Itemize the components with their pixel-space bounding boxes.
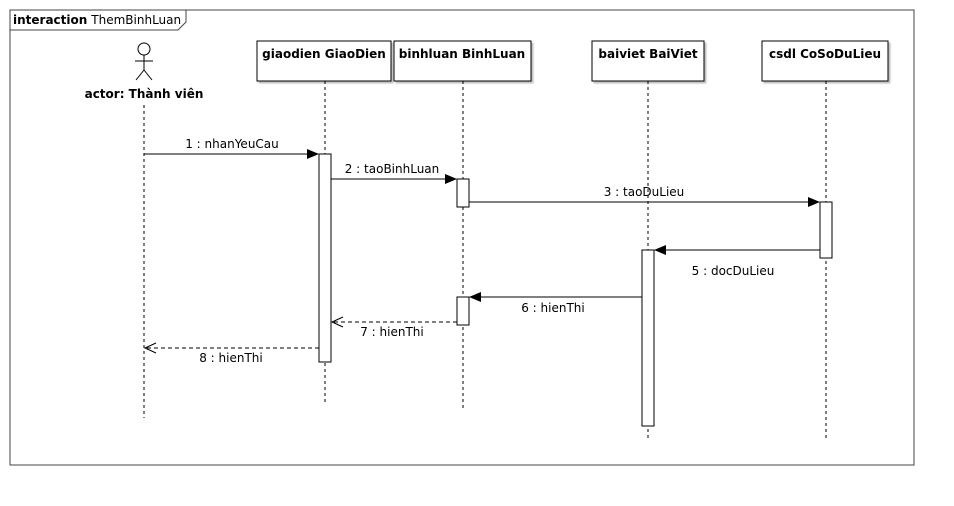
activation-binhluan-1 xyxy=(456,178,470,208)
message-8-label: 8 : hienThi xyxy=(199,351,263,365)
message-3-label: 3 : taoDuLieu xyxy=(604,185,685,199)
activation-baiviet xyxy=(641,249,655,427)
participant-giaodien: giaodien GiaoDien xyxy=(256,40,392,82)
message-2-label: 2 : taoBinhLuan xyxy=(345,162,440,176)
message-1: 1 : nhanYeuCau xyxy=(144,137,319,159)
message-6: 6 : hienThi xyxy=(469,292,642,315)
message-3: 3 : taoDuLieu xyxy=(469,185,820,207)
message-8: 8 : hienThi xyxy=(143,342,319,365)
participant-binhluan: binhluan BinhLuan xyxy=(393,40,532,82)
frame-tab xyxy=(9,9,187,31)
message-5-label: 5 : docDuLieu xyxy=(692,264,775,278)
message-6-label: 6 : hienThi xyxy=(521,301,585,315)
actor-label: actor: Thành viên xyxy=(85,87,204,101)
participant-binhluan-label: binhluan BinhLuan xyxy=(399,47,525,61)
message-7: 7 : hienThi xyxy=(330,316,457,339)
frame-keyword: interaction xyxy=(13,13,87,27)
message-5: 5 : docDuLieu xyxy=(654,245,820,278)
participant-baiviet: baiviet BaiViet xyxy=(591,40,705,82)
activation-giaodien xyxy=(318,153,332,363)
message-1-label: 1 : nhanYeuCau xyxy=(185,137,279,151)
interaction-frame xyxy=(9,9,915,466)
activation-binhluan-2 xyxy=(456,296,470,326)
message-2: 2 : taoBinhLuan xyxy=(331,162,457,184)
activation-csdl xyxy=(819,201,833,259)
participant-csdl: csdl CoSoDuLieu xyxy=(761,40,889,82)
frame-name: ThemBinhLuan xyxy=(90,13,181,27)
participant-baiviet-label: baiviet BaiViet xyxy=(598,47,697,61)
participant-giaodien-label: giaodien GiaoDien xyxy=(262,47,386,61)
message-7-label: 7 : hienThi xyxy=(360,325,424,339)
participant-csdl-label: csdl CoSoDuLieu xyxy=(769,47,881,61)
actor-icon xyxy=(135,42,153,81)
